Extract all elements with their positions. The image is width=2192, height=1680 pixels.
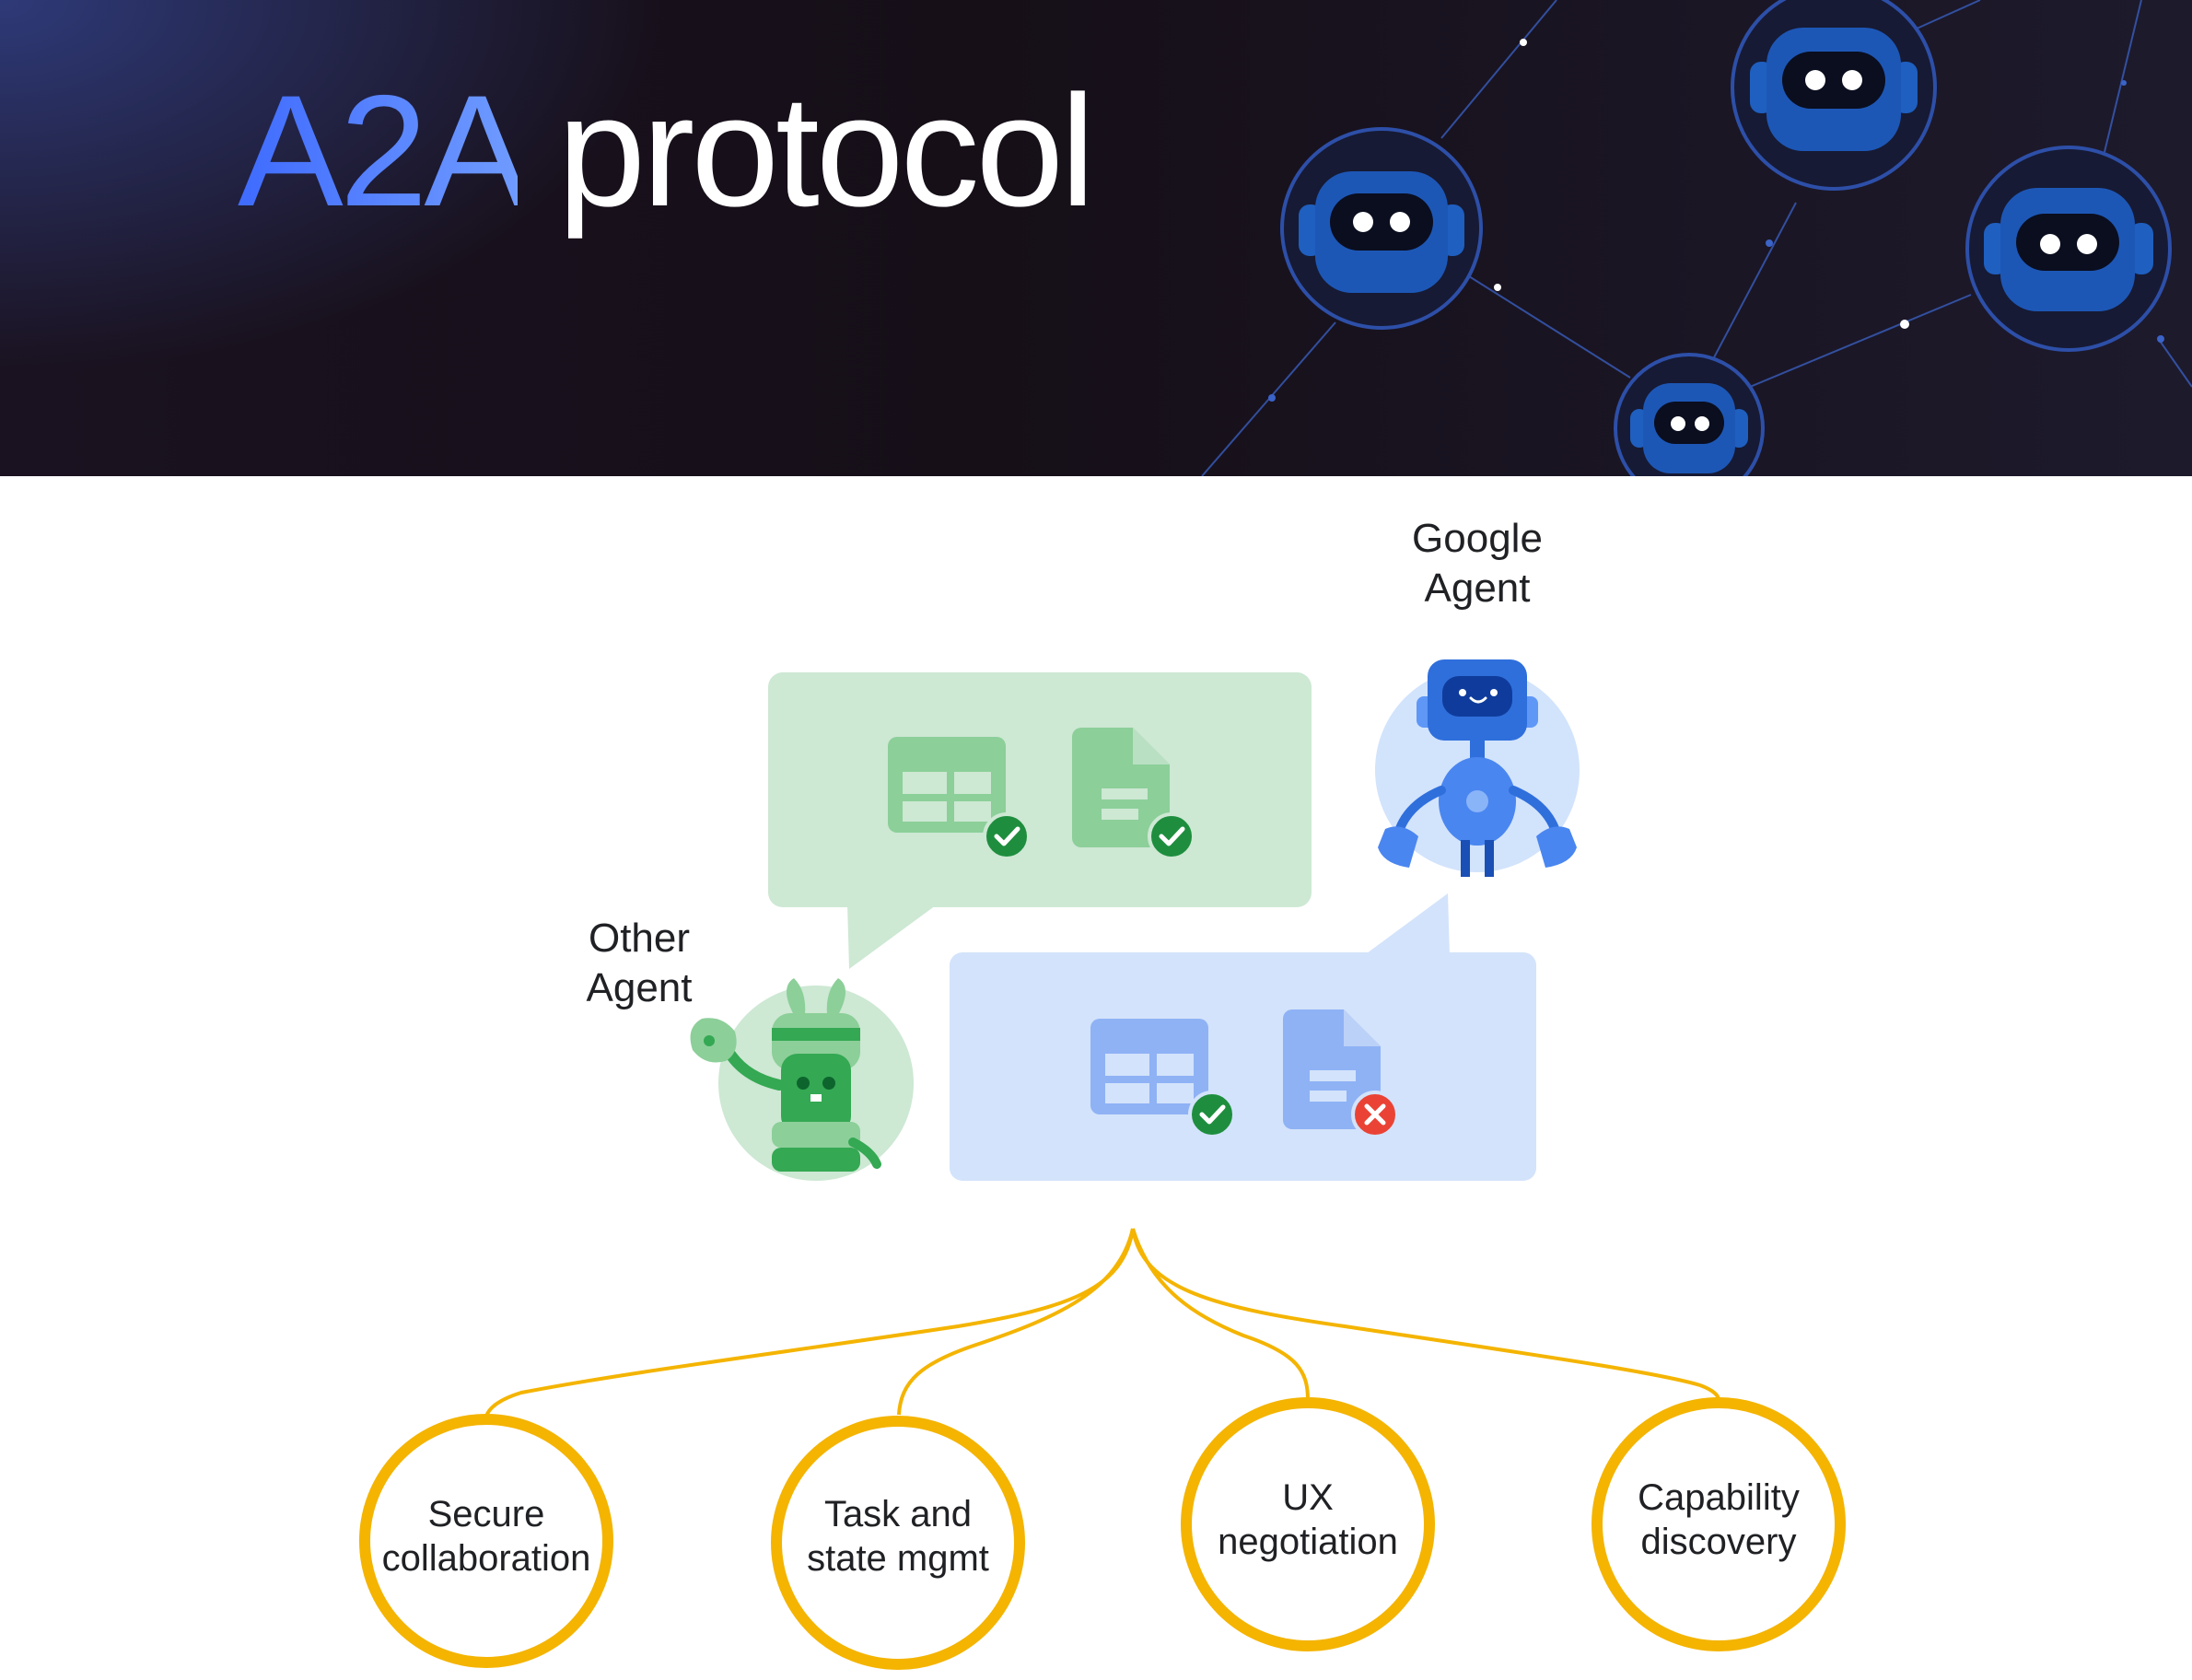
green-speech-bubble — [768, 672, 1312, 969]
document-icon — [1072, 728, 1170, 847]
feature-label-line1: Secure — [427, 1494, 545, 1534]
feature-capability-discovery: Capability discovery — [1580, 1476, 1857, 1564]
robot-icon — [1280, 127, 1483, 330]
feature-circle-secure-collaboration — [359, 1414, 613, 1668]
feature-circle-ux-negotiation — [1181, 1397, 1435, 1651]
other-agent-avatar — [690, 978, 914, 1181]
feature-circle-task-state — [771, 1416, 1025, 1670]
google-agent-avatar — [1375, 659, 1580, 877]
feature-task-state-mgmt: Task and state mgmt — [760, 1492, 1036, 1581]
table-icon — [1090, 1019, 1208, 1114]
a2a-diagram — [359, 659, 1846, 1670]
other-agent-label-line2: Agent — [586, 965, 693, 1010]
title-text: protocol — [557, 63, 1095, 239]
feature-label-line2: negotiation — [1218, 1522, 1398, 1562]
other-agent-label-line1: Other — [588, 916, 691, 961]
feature-ux-negotiation: UX negotiation — [1170, 1476, 1446, 1564]
table-icon — [888, 737, 1006, 833]
network-dots — [1268, 80, 2164, 402]
agent-network-illustration — [1201, 0, 2192, 476]
connector-lines — [484, 1228, 1720, 1418]
document-icon — [1283, 1009, 1381, 1129]
feature-circles — [359, 1397, 1846, 1670]
feature-label-line1: Task and — [823, 1494, 973, 1534]
page-title: A2A protocol — [238, 72, 1095, 230]
blue-speech-bubble — [950, 893, 1536, 1181]
feature-circle-capability-discovery — [1592, 1397, 1846, 1651]
sparkles — [1494, 39, 1909, 329]
title-accent: A2A — [238, 63, 521, 239]
feature-label-line1: UX — [1282, 1477, 1334, 1518]
feature-label-line2: discovery — [1640, 1522, 1797, 1562]
feature-label-line2: collaboration — [381, 1538, 591, 1579]
error-badge-icon — [1351, 1091, 1399, 1138]
feature-secure-collaboration: Secure collaboration — [348, 1492, 624, 1581]
check-badge-icon — [1148, 812, 1195, 860]
check-badge-icon — [983, 812, 1031, 860]
feature-label-line2: state mgmt — [807, 1538, 989, 1579]
robot-icon — [1731, 0, 1937, 191]
robot-icon — [1614, 353, 1765, 476]
feature-label-line1: Capability — [1638, 1477, 1800, 1518]
other-agent-label: Other Agent — [547, 914, 731, 1013]
google-agent-label-line1: Google — [1412, 516, 1543, 561]
header-banner: A2A protocol — [0, 0, 2192, 476]
network-lines — [1201, 0, 2192, 476]
check-badge-icon — [1188, 1091, 1236, 1138]
google-agent-label-line2: Agent — [1424, 566, 1531, 611]
google-agent-label: Google Agent — [1385, 514, 1569, 613]
robot-icon — [1965, 146, 2172, 352]
